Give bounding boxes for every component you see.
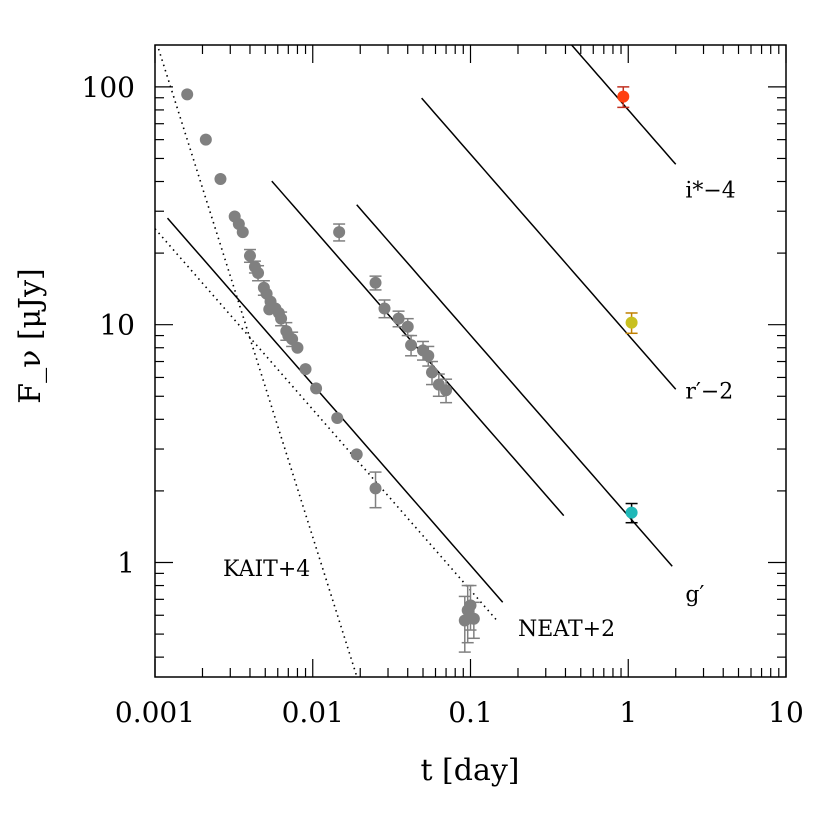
curve-label: r′−2 [685,379,733,404]
data-point [625,506,638,519]
data-point [405,339,418,352]
data-point [378,302,391,315]
data-point [291,341,304,354]
data-point [617,90,630,103]
y-tick-label: 1 [117,546,135,579]
x-tick-label: 0.001 [115,696,195,729]
data-point [236,226,249,239]
data-point [243,249,256,262]
data-point [350,448,363,461]
curve-label: NEAT+2 [518,617,615,642]
data-point [401,320,414,333]
curve-label: g′ [685,583,704,608]
data-point [392,312,405,325]
model-curve [356,204,673,567]
curve-label: i*−4 [685,179,735,204]
model-curve [421,97,677,390]
y-tick-label: 100 [82,71,135,104]
model-curve [570,45,677,165]
x-tick-label: 10 [768,696,804,729]
x-tick-label: 0.1 [448,696,493,729]
data-point [333,226,346,239]
data-point [199,133,212,146]
data-point [625,316,638,329]
data-point [310,382,323,395]
data-point [286,333,299,346]
y-tick-label: 10 [99,309,135,342]
data-point [299,363,312,376]
data-point [331,412,344,425]
curve-label: KAIT+4 [223,557,310,582]
axis-ticks [154,45,787,677]
data-point [252,266,265,279]
x-tick-label: 1 [619,696,637,729]
data-point [440,384,453,397]
plot-area [155,45,677,677]
x-axis-title: t [day] [420,753,519,788]
model-curve [166,217,504,603]
data-point [181,88,194,101]
model-curve [156,45,358,677]
data-point [214,172,227,185]
data-point [467,612,480,625]
data-point [369,276,382,289]
data-point [369,482,382,495]
model-curve [155,228,499,623]
tick-labels: 0.001 0.01 0.1 1 10 1 10 100 [82,71,804,729]
data-point [422,349,435,362]
data-point [275,312,288,325]
data-point [464,599,477,612]
data-point [425,366,438,379]
y-axis-title: F_ν [μJy] [13,268,48,403]
x-tick-label: 0.01 [282,696,344,729]
